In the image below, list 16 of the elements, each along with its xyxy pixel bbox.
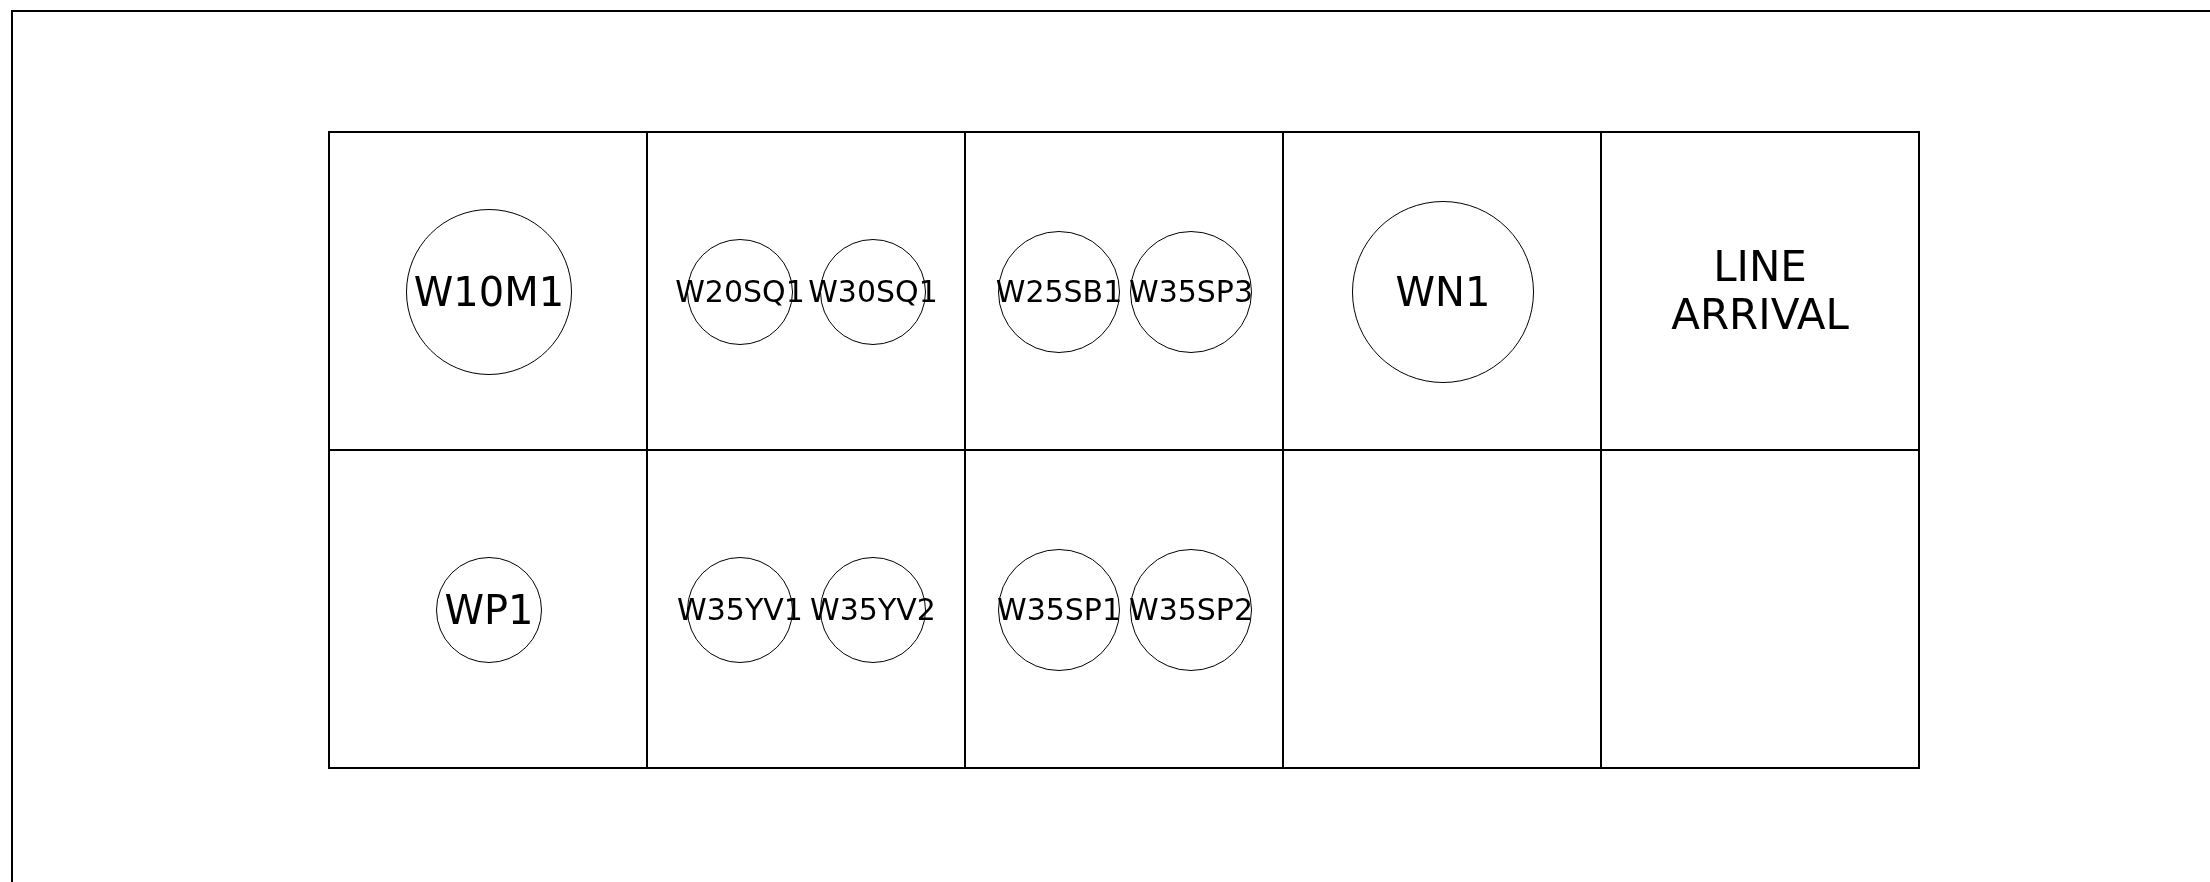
node-label: W35YV1: [677, 592, 803, 628]
node-label: WN1: [1395, 269, 1491, 315]
grid-cell: [1600, 131, 1920, 451]
grid-cell: [1600, 449, 1920, 769]
node-label: W30SQ1: [808, 274, 938, 310]
node-label: W35YV2: [810, 592, 936, 628]
grid-cell: [328, 131, 648, 451]
node-label: W10M1: [413, 269, 565, 315]
node-label: W25SB1: [995, 274, 1123, 310]
node-label: W35SP2: [1128, 592, 1254, 628]
node-label: W35SP1: [996, 592, 1122, 628]
node-label: WP1: [444, 587, 534, 633]
cell-label: LINE ARRIVAL: [1670, 242, 1850, 340]
grid-cell: [328, 449, 648, 769]
node-label: W20SQ1: [675, 274, 805, 310]
node-label: W35SP3: [1128, 274, 1254, 310]
